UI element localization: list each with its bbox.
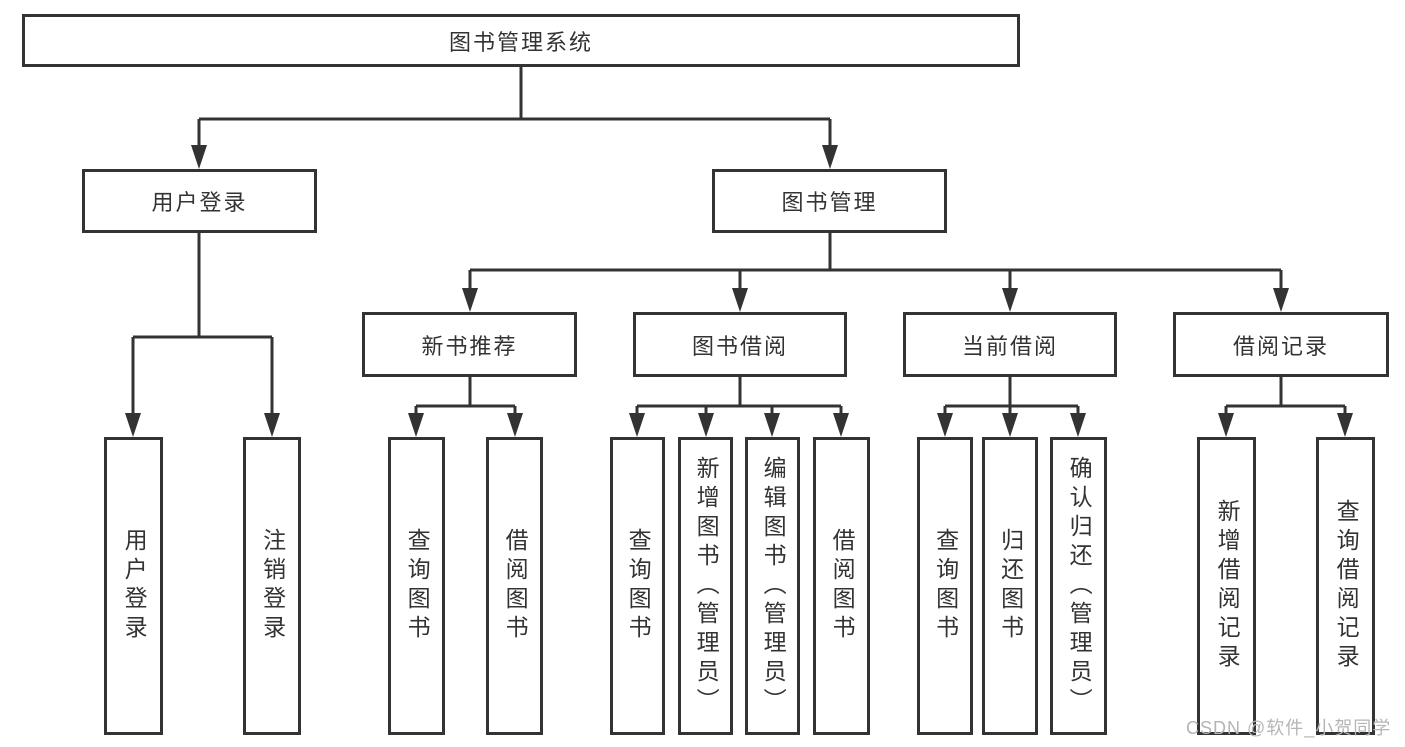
node-book-management: 图书管理 [712, 169, 947, 233]
leaf-borrow-edit-label: 编辑图书（管理员） [760, 455, 787, 717]
leaf-current-query: 查询图书 [917, 437, 973, 735]
leaf-borrow-add: 新增图书（管理员） [678, 437, 733, 735]
leaf-borrow-borrow: 借阅图书 [813, 437, 870, 735]
leaf-borrow-add-label: 新增图书（管理员） [693, 455, 720, 717]
leaf-record-query: 查询借阅记录 [1316, 437, 1375, 735]
leaf-newbook-query-label: 查询图书 [404, 528, 431, 644]
leaf-current-confirm-label: 确认归还（管理员） [1066, 455, 1093, 717]
leaf-user-login: 用户登录 [104, 437, 163, 735]
leaf-newbook-borrow-label: 借阅图书 [502, 528, 529, 644]
leaf-borrow-query: 查询图书 [610, 437, 665, 735]
node-current-borrow-label: 当前借阅 [961, 333, 1058, 359]
leaf-current-query-label: 查询图书 [932, 528, 959, 644]
node-borrow-record-label: 借阅记录 [1232, 333, 1329, 359]
node-book-management-label: 图书管理 [781, 190, 878, 215]
leaf-current-confirm: 确认归还（管理员） [1050, 437, 1107, 735]
leaf-newbook-query: 查询图书 [388, 437, 445, 735]
node-book-borrow: 图书借阅 [633, 312, 847, 377]
node-user-login: 用户登录 [82, 169, 317, 233]
leaf-user-login-label: 用户登录 [121, 528, 148, 644]
node-new-book-recommend: 新书推荐 [362, 312, 577, 377]
arrowhead-icons [125, 145, 1353, 437]
leaf-record-add: 新增借阅记录 [1197, 437, 1256, 735]
node-user-login-label: 用户登录 [151, 190, 248, 215]
node-borrow-record: 借阅记录 [1173, 312, 1389, 377]
leaf-current-return-label: 归还图书 [997, 528, 1024, 644]
node-root: 图书管理系统 [22, 14, 1020, 67]
leaf-current-return: 归还图书 [982, 437, 1038, 735]
csdn-watermark: CSDN @软件_小贺同学 [1186, 718, 1392, 738]
leaf-newbook-borrow: 借阅图书 [486, 437, 543, 735]
leaf-borrow-borrow-label: 借阅图书 [829, 528, 856, 644]
leaf-logout-label: 注销登录 [259, 528, 286, 644]
node-book-borrow-label: 图书借阅 [691, 333, 788, 359]
leaf-record-add-label: 新增借阅记录 [1214, 499, 1241, 673]
node-root-label: 图书管理系统 [448, 29, 593, 55]
leaf-record-query-label: 查询借阅记录 [1333, 499, 1360, 673]
node-new-book-recommend-label: 新书推荐 [421, 333, 518, 359]
leaf-borrow-query-label: 查询图书 [625, 528, 652, 644]
leaf-borrow-edit: 编辑图书（管理员） [745, 437, 800, 735]
node-current-borrow: 当前借阅 [903, 312, 1117, 377]
leaf-logout: 注销登录 [243, 437, 301, 735]
